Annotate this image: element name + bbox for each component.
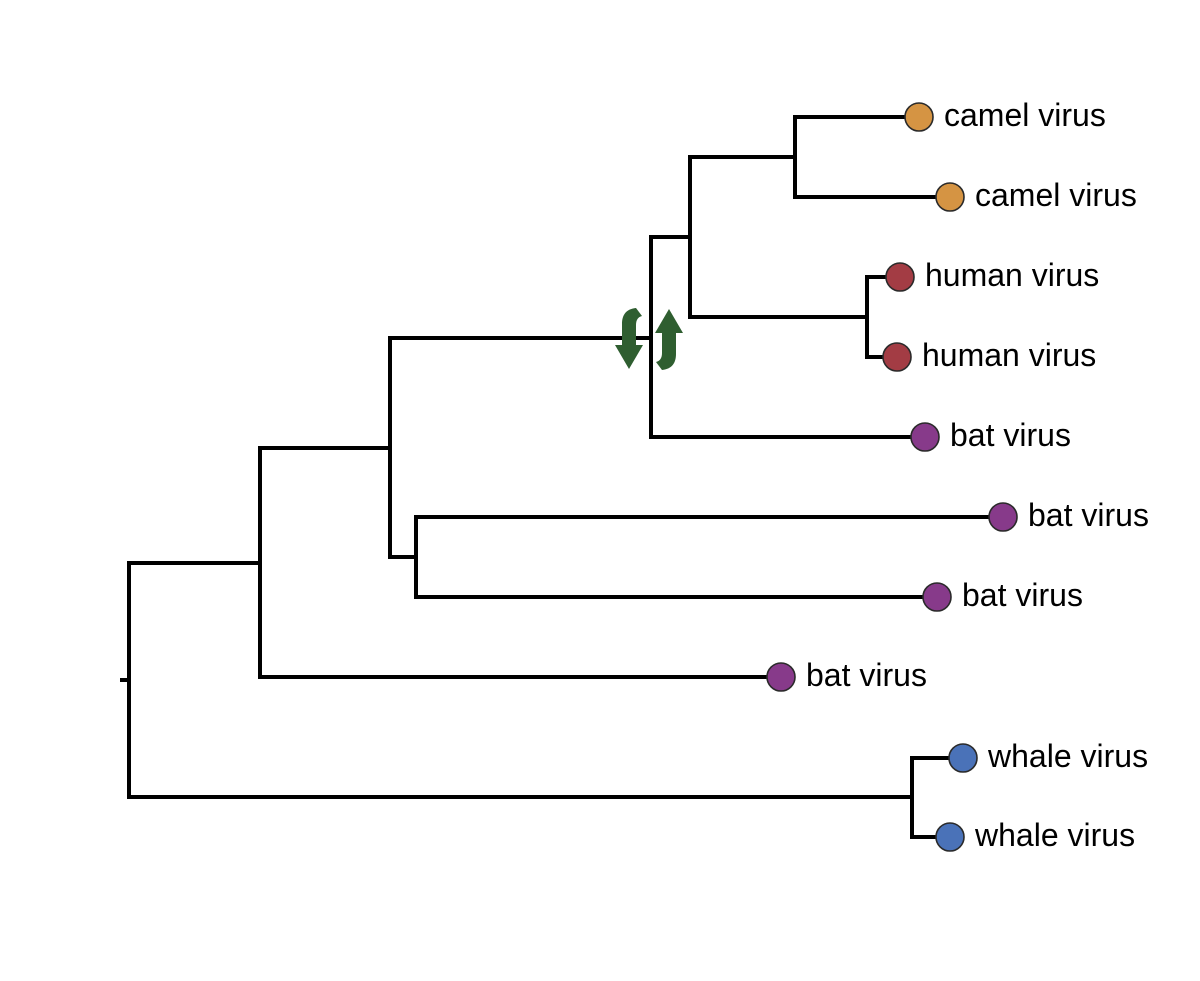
camel-tip-marker <box>904 102 934 132</box>
whale-tip-label: whale virus <box>974 817 1135 853</box>
human-tip-marker <box>885 262 915 292</box>
bat-tip-marker <box>988 502 1018 532</box>
whale-tip-marker <box>948 743 978 773</box>
curved-arrow-down-icon <box>615 308 643 369</box>
bat-tip-marker <box>922 582 952 612</box>
bat-tip-marker <box>766 662 796 692</box>
bat-tip-marker <box>910 422 940 452</box>
human-tip-label: human virus <box>925 257 1099 293</box>
tips-layer: camel virus camel virus human virus human v… <box>766 97 1149 853</box>
camel-tip-label: camel virus <box>944 97 1106 133</box>
curved-arrow-up-icon <box>655 309 683 370</box>
whale-tip-marker <box>935 822 965 852</box>
bat-tip-label: bat virus <box>1028 497 1149 533</box>
camel-tip-label: camel virus <box>975 177 1137 213</box>
bat-tip-label: bat virus <box>962 577 1083 613</box>
camel-tip-marker <box>935 182 965 212</box>
bat-tip-label: bat virus <box>806 657 927 693</box>
human-tip-marker <box>882 342 912 372</box>
whale-tip-label: whale virus <box>987 738 1148 774</box>
bat-tip-label: bat virus <box>950 417 1071 453</box>
human-tip-label: human virus <box>922 337 1096 373</box>
